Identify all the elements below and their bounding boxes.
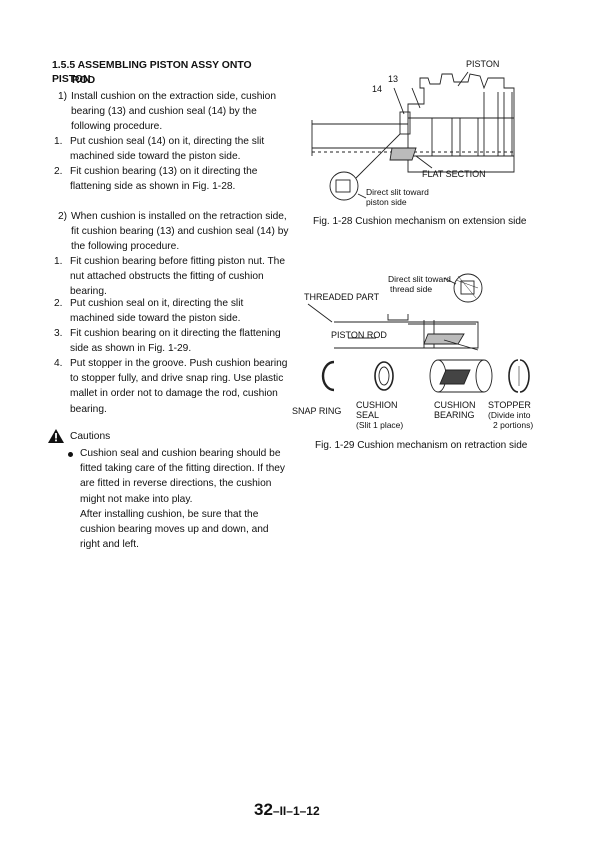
label-cushion-bearing-2: BEARING	[434, 410, 475, 420]
retraction-number: 2)	[58, 211, 68, 222]
warning-icon	[48, 429, 64, 443]
label-cushion-bearing-1: CUSHION	[434, 400, 476, 410]
retraction-step-2: 2. Put cushion seal on it, directing the…	[54, 298, 244, 325]
extraction-number: 1)	[58, 91, 68, 102]
label-piston-rod: PISTON ROD	[331, 330, 387, 340]
retraction-intro: When cushion is installed on the retract…	[71, 211, 289, 253]
label-direct-slit-1: Direct slit toward	[366, 187, 429, 197]
bullet-icon	[68, 452, 73, 457]
retraction-step-4: 4. Put stopper in the groove. Push cushi…	[54, 358, 288, 415]
fig-1-28-diagram: PISTON 13 14 FLAT SECTION Direct slit to…	[311, 59, 515, 207]
label-stopper-2: (Divide into	[488, 410, 531, 420]
label-cushion-seal-3: (Slit 1 place)	[356, 420, 403, 430]
extraction-step-1: 1. Put cushion seal (14) on it, directin…	[54, 136, 265, 163]
cautions-paragraph-1: Cushion seal and cushion bearing should …	[80, 448, 285, 505]
label-cushion-seal-2: SEAL	[356, 410, 379, 420]
section-title-line2: ROD	[72, 75, 96, 86]
label-stopper-1: STOPPER	[488, 400, 531, 410]
section-title-line1: ASSEMBLING PISTON ASSY ONTO PISTON	[52, 60, 252, 85]
retraction-step-3: 3. Fit cushion bearing on it directing t…	[54, 328, 281, 355]
label-direct-slit-thread-2: thread side	[390, 284, 432, 294]
label-13: 13	[388, 74, 398, 84]
page-number-main: 32	[254, 800, 273, 819]
extraction-item: 1) Install cushion on the extraction sid…	[58, 89, 290, 135]
fig-1-28-caption: Fig. 1-28 Cushion mechanism on extension…	[313, 216, 527, 227]
label-flat-section: FLAT SECTION	[422, 169, 486, 179]
section-heading: 1.5.5 ASSEMBLING PISTON ASSY ONTO PISTON	[52, 59, 292, 87]
cautions-heading: Cautions	[70, 431, 111, 442]
extraction-step-2: 2. Fit cushion bearing (13) on it direct…	[54, 166, 258, 193]
fig-1-29-diagram: Direct slit toward thread side THREADED …	[292, 273, 533, 430]
section-number: 1.5.5	[52, 60, 76, 71]
retraction-step-1: 1. Fit cushion bearing before fitting pi…	[54, 256, 286, 298]
label-piston: PISTON	[466, 59, 499, 69]
page-number-suffix: –II–1–12	[272, 804, 320, 818]
label-14: 14	[372, 84, 382, 94]
label-stopper-3: 2 portions)	[493, 420, 533, 430]
label-direct-slit-2: piston side	[366, 197, 407, 207]
label-snap-ring: SNAP RING	[292, 406, 341, 416]
retraction-item: 2) When cushion is installed on the retr…	[58, 209, 290, 255]
extraction-intro: Install cushion on the extraction side, …	[71, 91, 277, 133]
label-direct-slit-thread-1: Direct slit toward	[388, 274, 451, 284]
page-number: 32–II–1–12	[254, 800, 320, 820]
label-threaded-part: THREADED PART	[304, 292, 380, 302]
label-cushion-seal-1: CUSHION	[356, 400, 398, 410]
cautions-paragraph-2: After installing cushion, be sure that t…	[80, 509, 269, 551]
fig-1-29-caption: Fig. 1-29 Cushion mechanism on retractio…	[315, 440, 528, 451]
